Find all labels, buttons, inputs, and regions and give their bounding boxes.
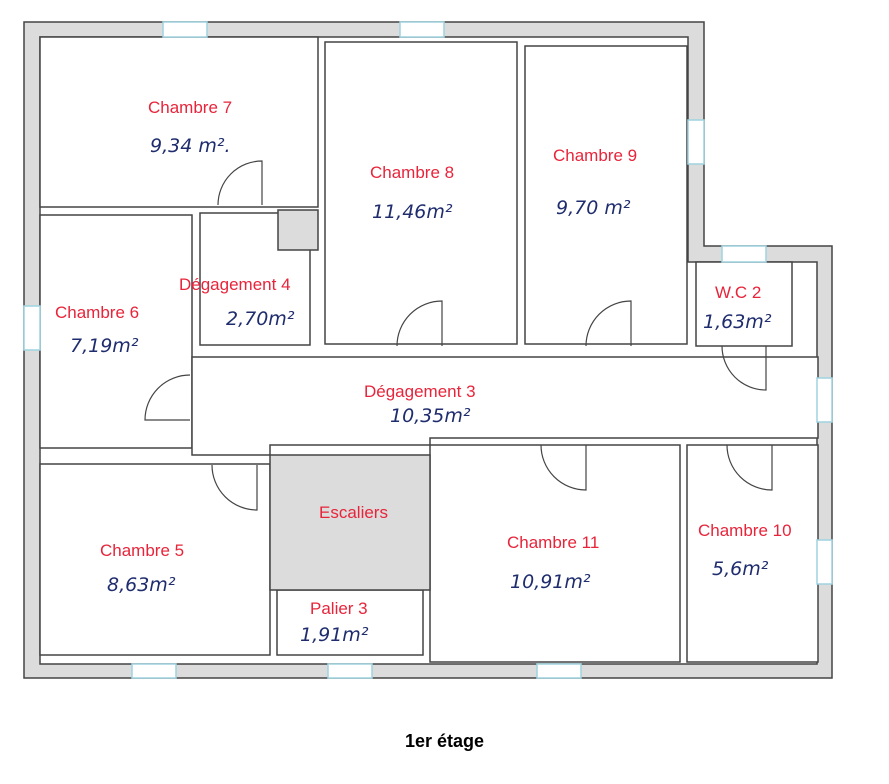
door-chambre-9 — [585, 300, 632, 347]
area-label: 1,91m² — [300, 624, 369, 646]
window — [721, 245, 767, 263]
room-palier-3 — [276, 589, 424, 656]
door-chambre-5 — [211, 464, 258, 511]
room-chambre-7 — [39, 36, 319, 208]
window — [327, 663, 373, 679]
area-label: 10,35m² — [390, 405, 471, 427]
room-chambre-10 — [686, 444, 819, 663]
window — [687, 119, 705, 165]
room-degagement-3 — [191, 356, 819, 456]
wall-block — [277, 209, 319, 251]
window — [816, 377, 833, 423]
area-label: 8,63m² — [107, 574, 176, 596]
room-label: Dégagement 3 — [364, 382, 476, 401]
window — [399, 21, 445, 38]
room-escaliers — [269, 454, 431, 591]
window — [23, 305, 41, 351]
room-chambre-5 — [39, 463, 271, 656]
room-label: Chambre 5 — [100, 541, 184, 560]
room-label: Dégagement 4 — [179, 275, 291, 294]
room-chambre-9 — [524, 45, 688, 345]
door-chambre-7 — [217, 160, 263, 206]
room-label: Palier 3 — [310, 599, 368, 618]
door-chambre-11 — [540, 444, 587, 491]
door-chambre-6 — [144, 374, 191, 421]
room-label: Escaliers — [319, 503, 388, 522]
window — [131, 663, 177, 679]
room-label: Chambre 11 — [507, 533, 599, 552]
area-label: 2,70m² — [226, 308, 295, 330]
floor-title: 1er étage — [404, 731, 485, 751]
area-label: 1,63m² — [703, 311, 772, 333]
exterior-wall — [23, 21, 833, 679]
room-label: Chambre 9 — [553, 146, 637, 165]
floor-plan: Chambre 7 9,34 m². Chambre 8 11,46m² Cha… — [23, 21, 833, 679]
window — [536, 663, 582, 679]
door-chambre-10 — [726, 444, 773, 491]
room-label: Chambre 8 — [370, 163, 454, 182]
area-label: 5,6m² — [712, 558, 769, 580]
window — [162, 21, 208, 38]
area-label: 11,46m² — [372, 201, 453, 223]
window — [816, 539, 833, 585]
room-chambre-8 — [324, 41, 518, 345]
area-label: 10,91m² — [510, 571, 591, 593]
room-chambre-6 — [39, 214, 193, 449]
door-chambre-8 — [396, 300, 443, 347]
room-label: Chambre 10 — [698, 521, 792, 540]
room-wc-2 — [695, 261, 793, 347]
area-label: 9,34 m². — [150, 135, 231, 157]
area-label: 7,19m² — [70, 335, 139, 357]
room-label: Chambre 7 — [148, 98, 232, 117]
room-label: W.C 2 — [715, 283, 761, 302]
door-wc-2 — [721, 345, 767, 391]
area-label: 9,70 m² — [556, 197, 631, 219]
room-label: Chambre 6 — [55, 303, 139, 322]
